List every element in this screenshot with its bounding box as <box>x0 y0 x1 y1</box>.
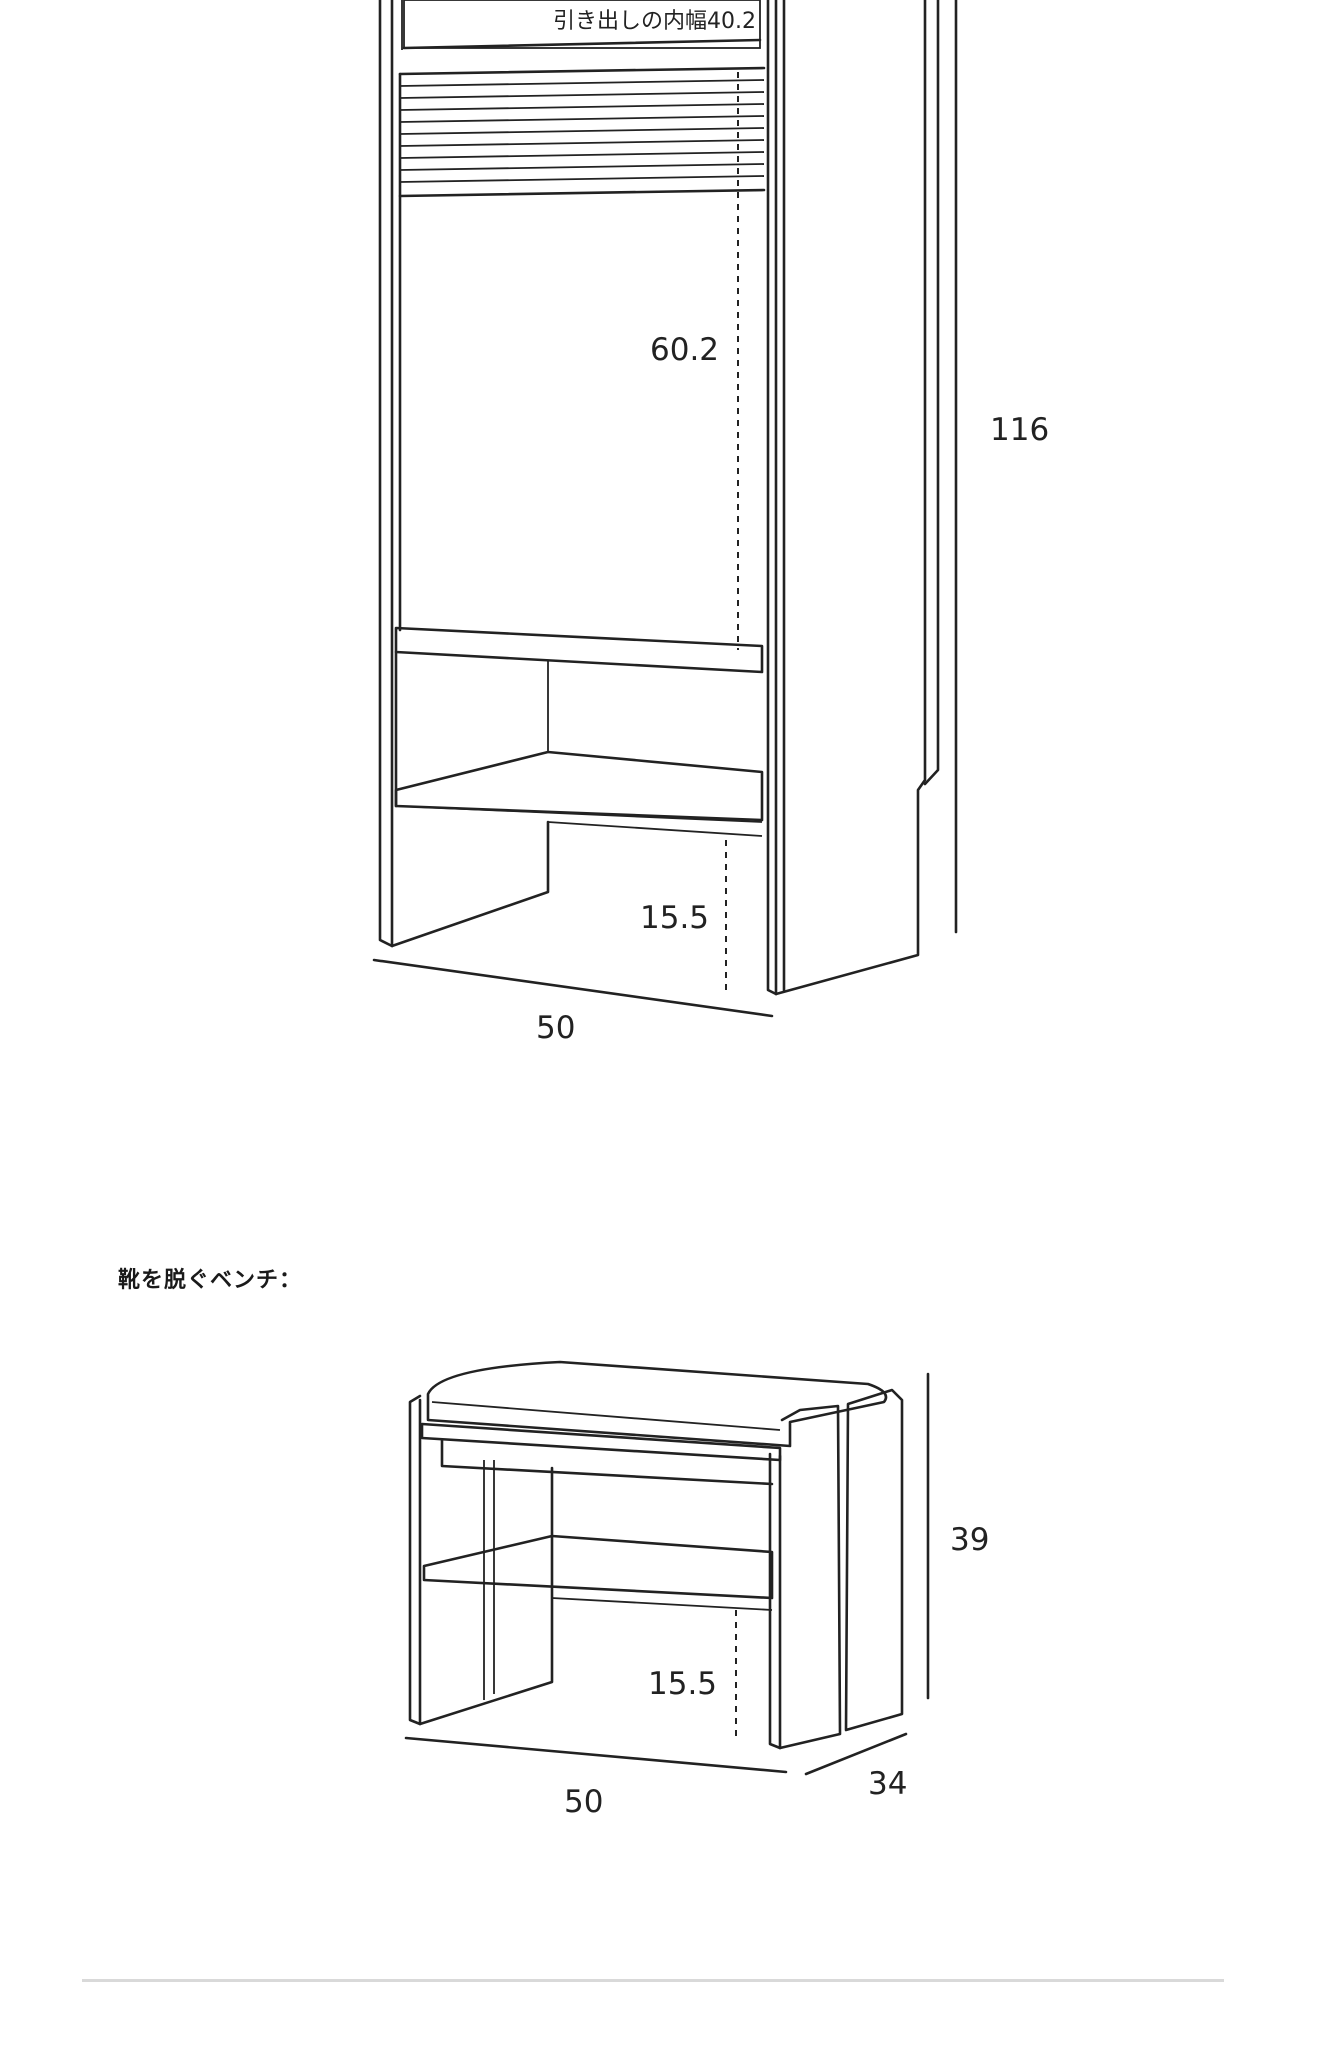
bench-depth-label: 34 <box>868 1766 907 1802</box>
cabinet-slats <box>398 66 766 632</box>
cabinet-mid-shelf <box>394 626 764 674</box>
footer-divider <box>82 1979 1224 1982</box>
bench-depth-line <box>804 1732 908 1776</box>
cabinet-total-height-label: 116 <box>990 412 1049 448</box>
cabinet-drawing: 引き出しの内幅40.2 60.2 116 15.5 50 <box>372 0 1049 1046</box>
bench-height-label: 39 <box>950 1522 989 1558</box>
cabinet-right-front <box>766 0 778 996</box>
cabinet-inner-height-label: 60.2 <box>650 332 719 368</box>
bench-drawing: 39 15.5 50 34 <box>404 1360 989 1820</box>
cabinet-width-line <box>372 958 774 1018</box>
bench-lower-shelf <box>422 1534 774 1600</box>
cabinet-width-label: 50 <box>536 1010 575 1046</box>
bench-shelf-height-label: 15.5 <box>648 1666 717 1702</box>
bench-seat-cushion <box>426 1360 888 1448</box>
bench-width-line <box>404 1736 788 1774</box>
cabinet-right-side <box>774 0 927 996</box>
cabinet-left-side <box>378 0 394 948</box>
bench-width-label: 50 <box>564 1784 603 1820</box>
bench-right-back-panel <box>844 1388 904 1732</box>
cabinet-shelf-height-label: 15.5 <box>640 900 709 936</box>
bench-section-title: 靴を脱ぐベンチ： <box>118 1268 303 1293</box>
cabinet-drawer-width-label: 引き出しの内幅40.2 <box>553 9 756 34</box>
bench-left-side <box>408 1394 554 1726</box>
cabinet-lower-shelf <box>394 750 764 822</box>
bench-right-panel <box>778 1404 842 1750</box>
cabinet-left-foot <box>390 820 550 948</box>
